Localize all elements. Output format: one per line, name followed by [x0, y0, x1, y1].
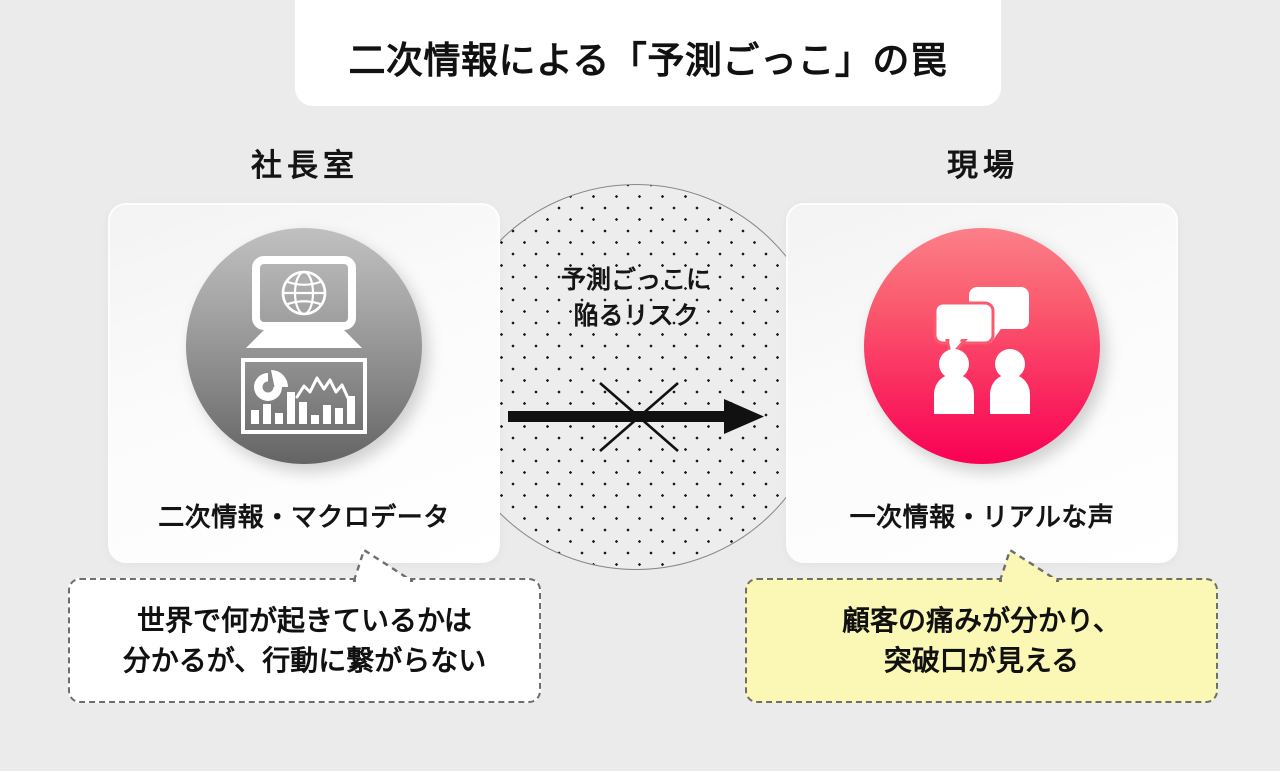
primary-data-icon-circle — [864, 228, 1100, 464]
title-banner: 二次情報による「予測ごっこ」の罠 — [295, 0, 1001, 106]
callout-tail-right-icon — [998, 549, 1060, 582]
center-risk-text: 予測ごっこに 陥るリスク — [446, 262, 826, 335]
card-field-site: 一次情報・リアルな声 — [786, 203, 1178, 563]
card-executive-office: 二次情報・マクロデータ — [108, 203, 500, 563]
blocked-right-arrow-icon — [508, 382, 764, 452]
callout-left-line-2: 分かるが、行動に繋がらない — [122, 644, 487, 676]
page-title: 二次情報による「予測ごっこ」の罠 — [348, 40, 948, 81]
center-risk-line-1: 予測ごっこに — [560, 266, 711, 294]
card-label-left: 二次情報・マクロデータ — [158, 502, 450, 532]
two-people-speech-bubbles-icon — [933, 287, 1030, 414]
blocked-arrow — [508, 372, 768, 462]
callout-tail-left-icon — [352, 549, 414, 582]
laptop-globe-dashboard-icon — [241, 256, 367, 434]
card-label-right: 一次情報・リアルな声 — [849, 502, 1115, 532]
column-heading-left: 社長室 — [251, 148, 359, 183]
center-risk-line-2: 陥るリスク — [573, 302, 699, 331]
secondary-data-icon-circle — [186, 228, 422, 464]
callout-right-line-1: 顧客の痛みが分かり、 — [842, 604, 1121, 636]
callout-left: 世界で何が起きているかは 分かるが、行動に繋がらない — [68, 549, 541, 703]
callout-right: 顧客の痛みが分かり、 突破口が見える — [745, 549, 1218, 703]
column-heading-right: 現場 — [947, 148, 1019, 183]
dotted-pattern-circle — [443, 184, 829, 570]
callout-left-line-1: 世界で何が起きているかは — [137, 604, 472, 636]
callout-right-line-2: 突破口が見える — [883, 644, 1080, 676]
